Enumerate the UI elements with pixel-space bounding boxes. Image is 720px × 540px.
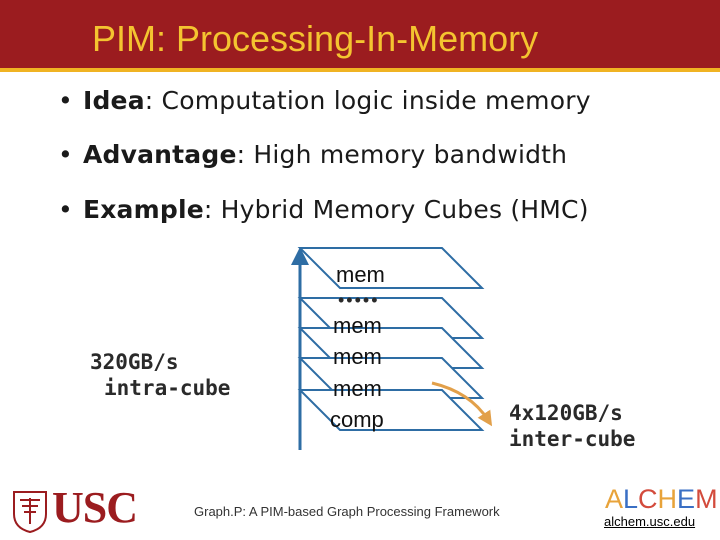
alchem-logo: ALCHEM [605, 484, 718, 515]
layer-label-mem: mem [336, 262, 385, 287]
alchem-letter: M [695, 484, 718, 514]
bullet-term: Idea [82, 86, 145, 115]
alchem-url-link[interactable]: alchem.usc.edu [604, 514, 696, 529]
bullet-advantage: • Advantage: High memory bandwidth [58, 140, 567, 169]
intra-cube-value: 320GB/s [90, 350, 179, 374]
bullet-term: Example [82, 195, 204, 224]
bullet-text: : Hybrid Memory Cubes (HMC) [203, 195, 589, 224]
bullet-term: Advantage [82, 140, 237, 169]
title-underline [0, 68, 720, 72]
inter-cube-value: 4x120GB/s [509, 401, 623, 425]
alchem-letter: C [638, 484, 658, 514]
inter-cube-bandwidth: 4x120GB/s inter-cube [509, 400, 635, 452]
bullet-glyph: • [58, 86, 73, 115]
footer-text: Graph.P: A PIM-based Graph Processing Fr… [194, 504, 500, 519]
layer-label-mem: mem [333, 344, 382, 369]
intra-cube-bandwidth: 320GB/s intra-cube [90, 349, 230, 401]
title-bar [0, 0, 720, 72]
usc-logo: USC [52, 483, 138, 532]
alchem-letter: A [605, 484, 624, 514]
bullet-text: : High memory bandwidth [236, 140, 568, 169]
bullet-text: : Computation logic inside memory [144, 86, 591, 115]
alchem-letter: L [623, 484, 639, 514]
intra-cube-label: intra-cube [104, 376, 231, 400]
bullet-glyph: • [58, 140, 73, 169]
bullet-idea: • Idea: Computation logic inside memory [58, 86, 591, 115]
inter-cube-label: inter-cube [509, 427, 636, 451]
layer-label-mem: mem [333, 313, 382, 338]
usc-seal-icon [13, 491, 47, 534]
slide-title: PIM: Processing-In-Memory [92, 18, 539, 59]
alchem-letter: E [677, 484, 696, 514]
layer-label-comp: comp [330, 407, 384, 432]
layer-plates [297, 297, 485, 431]
alchem-letter: H [657, 484, 678, 514]
inter-cube-arrow [431, 381, 493, 427]
layer-plate [297, 389, 485, 431]
bullet-glyph: • [58, 195, 73, 224]
layer-plate-mem-top [297, 247, 485, 289]
layer-label-mem: mem [333, 376, 382, 401]
bullet-example: • Example: Hybrid Memory Cubes (HMC) [58, 195, 589, 224]
layer-ellipsis: ••••• [338, 290, 380, 310]
